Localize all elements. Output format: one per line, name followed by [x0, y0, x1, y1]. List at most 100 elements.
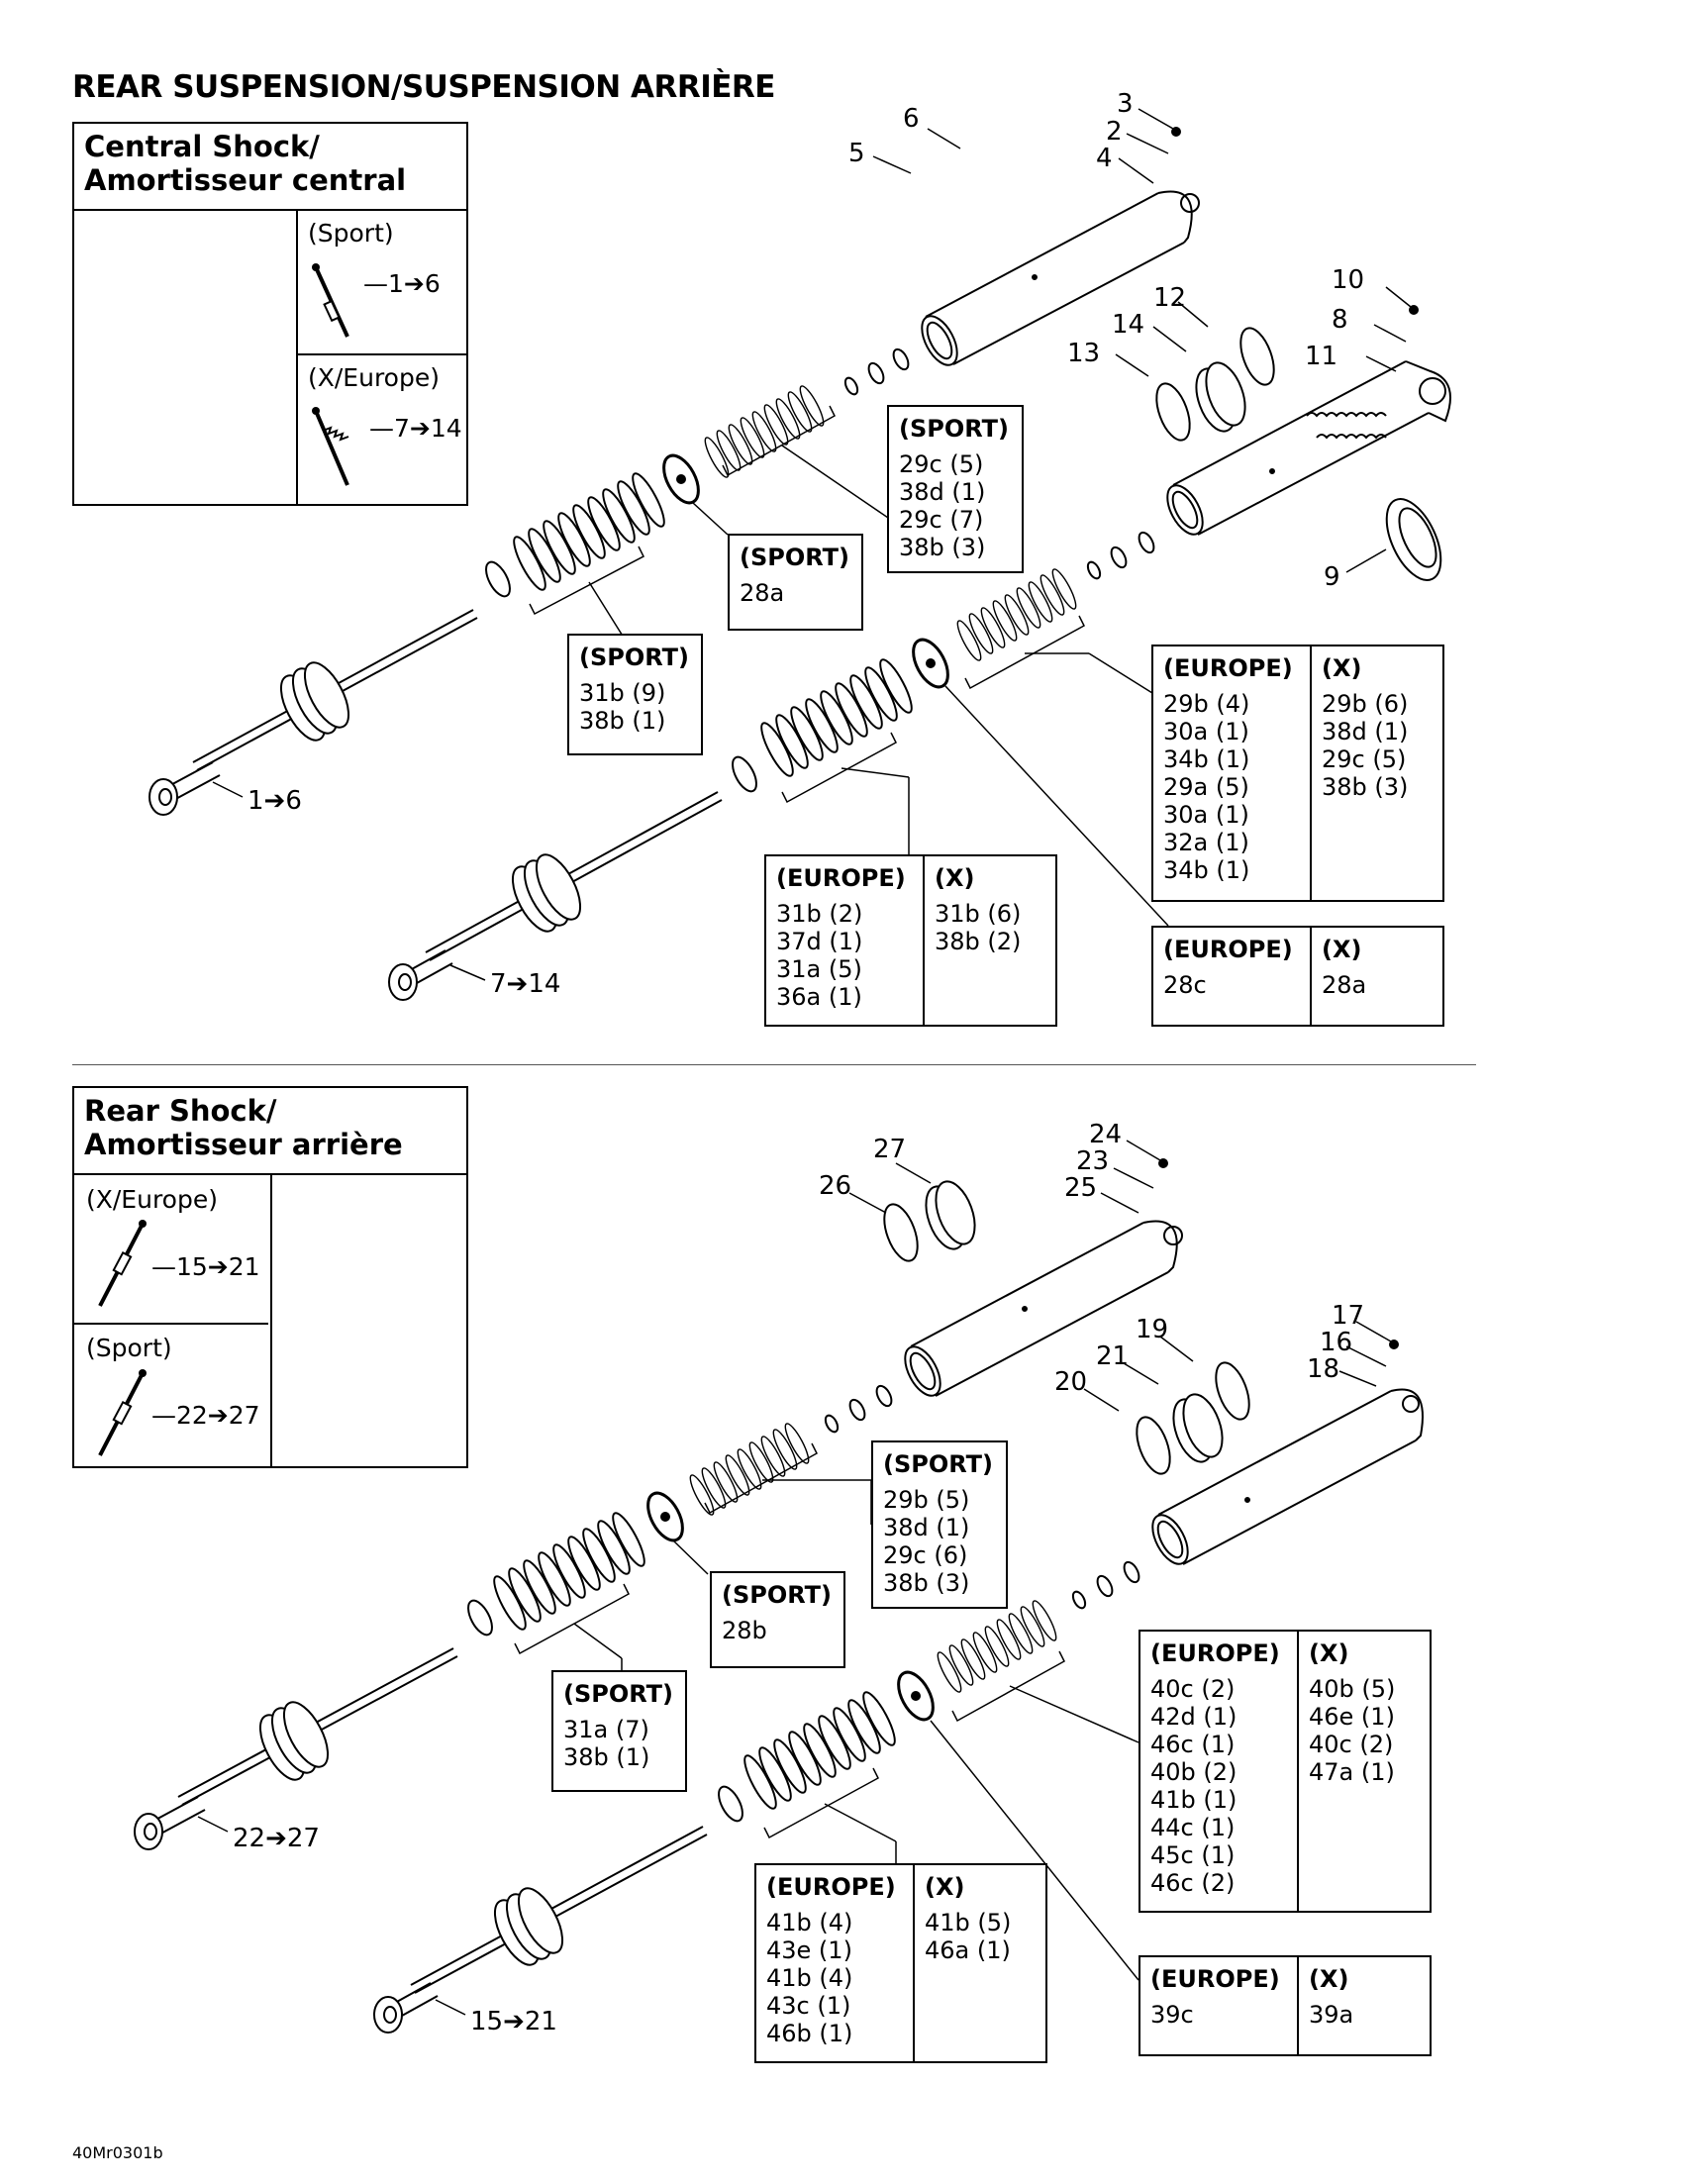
shock-body-lower [1166, 360, 1451, 536]
legend-title: Rear Shock/ Amortisseur arrière [84, 1094, 403, 1161]
shock-body-upper-2 [904, 1220, 1183, 1397]
parts-table-sport-6: (SPORT) 31a (7)38b (1) [551, 1670, 687, 1792]
washer-2 [732, 755, 757, 793]
callout-12: 12 [1153, 283, 1187, 313]
shock-thumbnail-icon [98, 1220, 147, 1307]
screw-3 [1171, 127, 1181, 137]
variant-x-europe-range: —7➔14 [369, 414, 462, 443]
screw-10 [1409, 305, 1419, 315]
parts-table-sport-2: (SPORT) 28a [728, 534, 863, 631]
page-title: REAR SUSPENSION/SUSPENSION ARRIÈRE [72, 69, 775, 105]
parts-table-europe-x-5: (EUROPE) 41b (4)43e (1)41b (4)43c (1)46b… [754, 1863, 1047, 2063]
callout-24: 24 [1089, 1120, 1123, 1149]
leader-15to21 [435, 1999, 466, 2016]
nuts-upper-3 [824, 1384, 893, 1434]
leader-22to27 [197, 1816, 229, 1833]
parts-table-europe-x-2: (EUROPE) 31b (2)37d (1)31a (5)36a (1) (X… [764, 854, 1057, 1027]
callout-19: 19 [1136, 1315, 1169, 1344]
callout-11: 11 [1305, 342, 1338, 371]
figure-code: 40Mr0301b [72, 2143, 163, 2162]
callout-18: 18 [1307, 1354, 1340, 1384]
leader-lines-1 [872, 108, 1412, 573]
bladder-12 [1239, 327, 1275, 386]
shim-stack-upper-1 [700, 382, 829, 481]
piston-2 [912, 638, 949, 689]
washer-3 [467, 1599, 493, 1637]
callout-3: 3 [1117, 89, 1134, 119]
reservoir-cap-21 [1172, 1393, 1224, 1463]
central-shock-drawing [148, 108, 1451, 1001]
shaft-assembly-1 [148, 609, 478, 816]
shim-stack-lower-3 [487, 1508, 651, 1635]
parts-table-europe-x-4: (EUROPE) 40c (2)42d (1)46c (1)40b (2)41b… [1138, 1630, 1432, 1913]
leader-lines-2 [848, 1140, 1392, 1412]
shock-body-lower-2 [1151, 1388, 1424, 1565]
legend-rear-shock: Rear Shock/ Amortisseur arrière (X/Europ… [72, 1086, 468, 1468]
callout-8: 8 [1332, 305, 1348, 335]
piston-4 [897, 1670, 935, 1722]
shim-stack-upper-2 [952, 565, 1081, 664]
o-ring-20 [1136, 1416, 1171, 1475]
callout-9: 9 [1324, 562, 1340, 592]
piston-3 [646, 1491, 684, 1542]
washer-4 [718, 1785, 743, 1823]
callout-14: 14 [1112, 310, 1145, 340]
callout-23: 23 [1076, 1146, 1110, 1176]
assy-label-15-21: 15➔21 [470, 2007, 557, 2036]
screw-24 [1158, 1158, 1168, 1168]
callout-20: 20 [1054, 1367, 1088, 1397]
shaft-assembly-3 [134, 1647, 458, 1850]
callout-4: 4 [1096, 144, 1113, 173]
variant-x-europe: (X/Europe) [86, 1185, 218, 1214]
o-ring-13 [1155, 382, 1191, 442]
callout-13: 13 [1067, 339, 1101, 368]
assy-label-7-14: 7➔14 [490, 969, 561, 999]
lock-ring-9 [1385, 498, 1442, 581]
callout-25: 25 [1064, 1173, 1098, 1203]
callout-21: 21 [1096, 1341, 1130, 1371]
shock-thumbnail-icon [98, 1369, 147, 1456]
shim-stack-upper-4 [933, 1597, 1061, 1696]
variant-sport-range: —22➔27 [151, 1401, 260, 1430]
callout-17: 17 [1332, 1301, 1365, 1331]
variant-sport-range: —1➔6 [363, 269, 441, 298]
shim-stack-lower-4 [738, 1687, 902, 1814]
shaft-assembly-4 [373, 1826, 708, 2034]
variant-x-europe: (X/Europe) [308, 363, 440, 392]
shim-stack-lower-2 [754, 654, 919, 781]
variant-sport: (Sport) [308, 219, 394, 248]
rear-shock-drawing [134, 1140, 1424, 2034]
callout-5: 5 [848, 139, 865, 168]
callout-10: 10 [1332, 265, 1365, 295]
callout-6: 6 [903, 104, 920, 134]
piston-1 [662, 453, 700, 505]
variant-sport: (Sport) [86, 1334, 172, 1362]
nuts-lower-3 [1071, 1560, 1140, 1610]
stack-brackets-2 [514, 1442, 1139, 1981]
nuts-lower-1 [1086, 531, 1155, 580]
variant-x-europe-range: —15➔21 [151, 1252, 260, 1281]
legend-central-shock: Central Shock/ Amortisseur central (Spor… [72, 122, 468, 506]
parts-table-europe-x-1: (EUROPE) 29b (4)30a (1)34b (1)29a (5)30a… [1151, 645, 1444, 902]
callout-2: 2 [1106, 117, 1123, 147]
legend-title: Central Shock/ Amortisseur central [84, 130, 407, 197]
callout-16: 16 [1320, 1328, 1353, 1357]
parts-table-sport-3: (SPORT) 31b (9)38b (1) [567, 634, 703, 755]
leader-1to6 [212, 781, 244, 798]
reservoir-cap-27 [925, 1180, 976, 1250]
shaft-assembly-2 [388, 791, 723, 1001]
assy-label-22-27: 22➔27 [233, 1824, 320, 1853]
reservoir-cap-14 [1195, 361, 1246, 433]
nuts-upper-1 [843, 347, 910, 396]
washer-1 [485, 560, 511, 598]
callout-26: 26 [819, 1171, 852, 1201]
parts-table-sport-1: (SPORT) 29c (5)38d (1)29c (7)38b (3) [887, 405, 1024, 573]
parts-table-europe-x-6: (EUROPE) 39c (X) 39a [1138, 1955, 1432, 2056]
bladder-19 [1215, 1361, 1250, 1421]
callout-27: 27 [873, 1135, 907, 1164]
section-divider [72, 1064, 1476, 1065]
o-ring-26 [883, 1203, 919, 1262]
parts-table-sport-4: (SPORT) 29b (5)38d (1)29c (6)38b (3) [871, 1440, 1008, 1609]
shim-stack-lower-1 [507, 468, 671, 595]
